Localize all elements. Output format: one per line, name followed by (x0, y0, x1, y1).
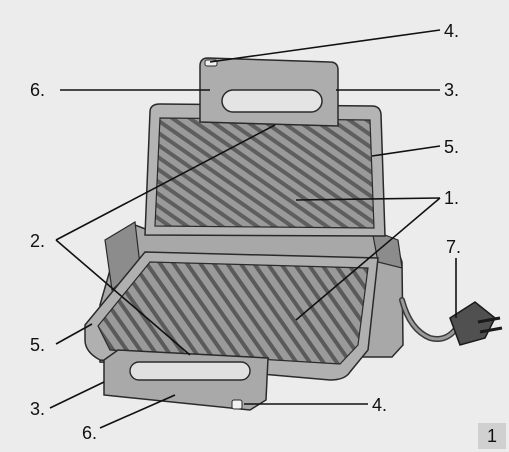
callout-2: 2. (30, 231, 46, 251)
callout-4-bottom: 4. (372, 395, 388, 415)
power-plug (449, 301, 496, 346)
callout-5-top: 5. (444, 137, 460, 157)
lower-grill-plate (97, 261, 369, 365)
callout-6-top: 6. (30, 80, 46, 100)
callout-3-top: 3. (444, 80, 460, 100)
leader-5-bottom (55, 323, 93, 345)
leader-2-b (55, 239, 191, 356)
callout-5-bottom: 5. (30, 335, 46, 355)
leader-5-top (371, 145, 441, 157)
callout-1: 1. (444, 188, 460, 208)
power-cord-inner (400, 298, 457, 341)
front-handle-grip (129, 361, 251, 381)
callout-6-bottom: 6. (82, 423, 98, 443)
front-indicator-light (231, 399, 243, 410)
leader-1-b (295, 197, 441, 321)
callout-3-bottom: 3. (30, 399, 46, 419)
leader-6-bottom (99, 394, 176, 429)
callout-7: 7. (446, 237, 462, 257)
figure-number-badge: 1 (478, 423, 506, 449)
leader-2-a (55, 124, 276, 241)
callout-4-top: 4. (444, 21, 460, 41)
leader-1-a (295, 197, 441, 201)
leader-3-bottom (49, 381, 105, 409)
top-handle-grip (221, 89, 323, 113)
leader-lines (49, 29, 457, 429)
leader-4-top (209, 29, 441, 63)
upper-grill-plate (154, 117, 375, 229)
